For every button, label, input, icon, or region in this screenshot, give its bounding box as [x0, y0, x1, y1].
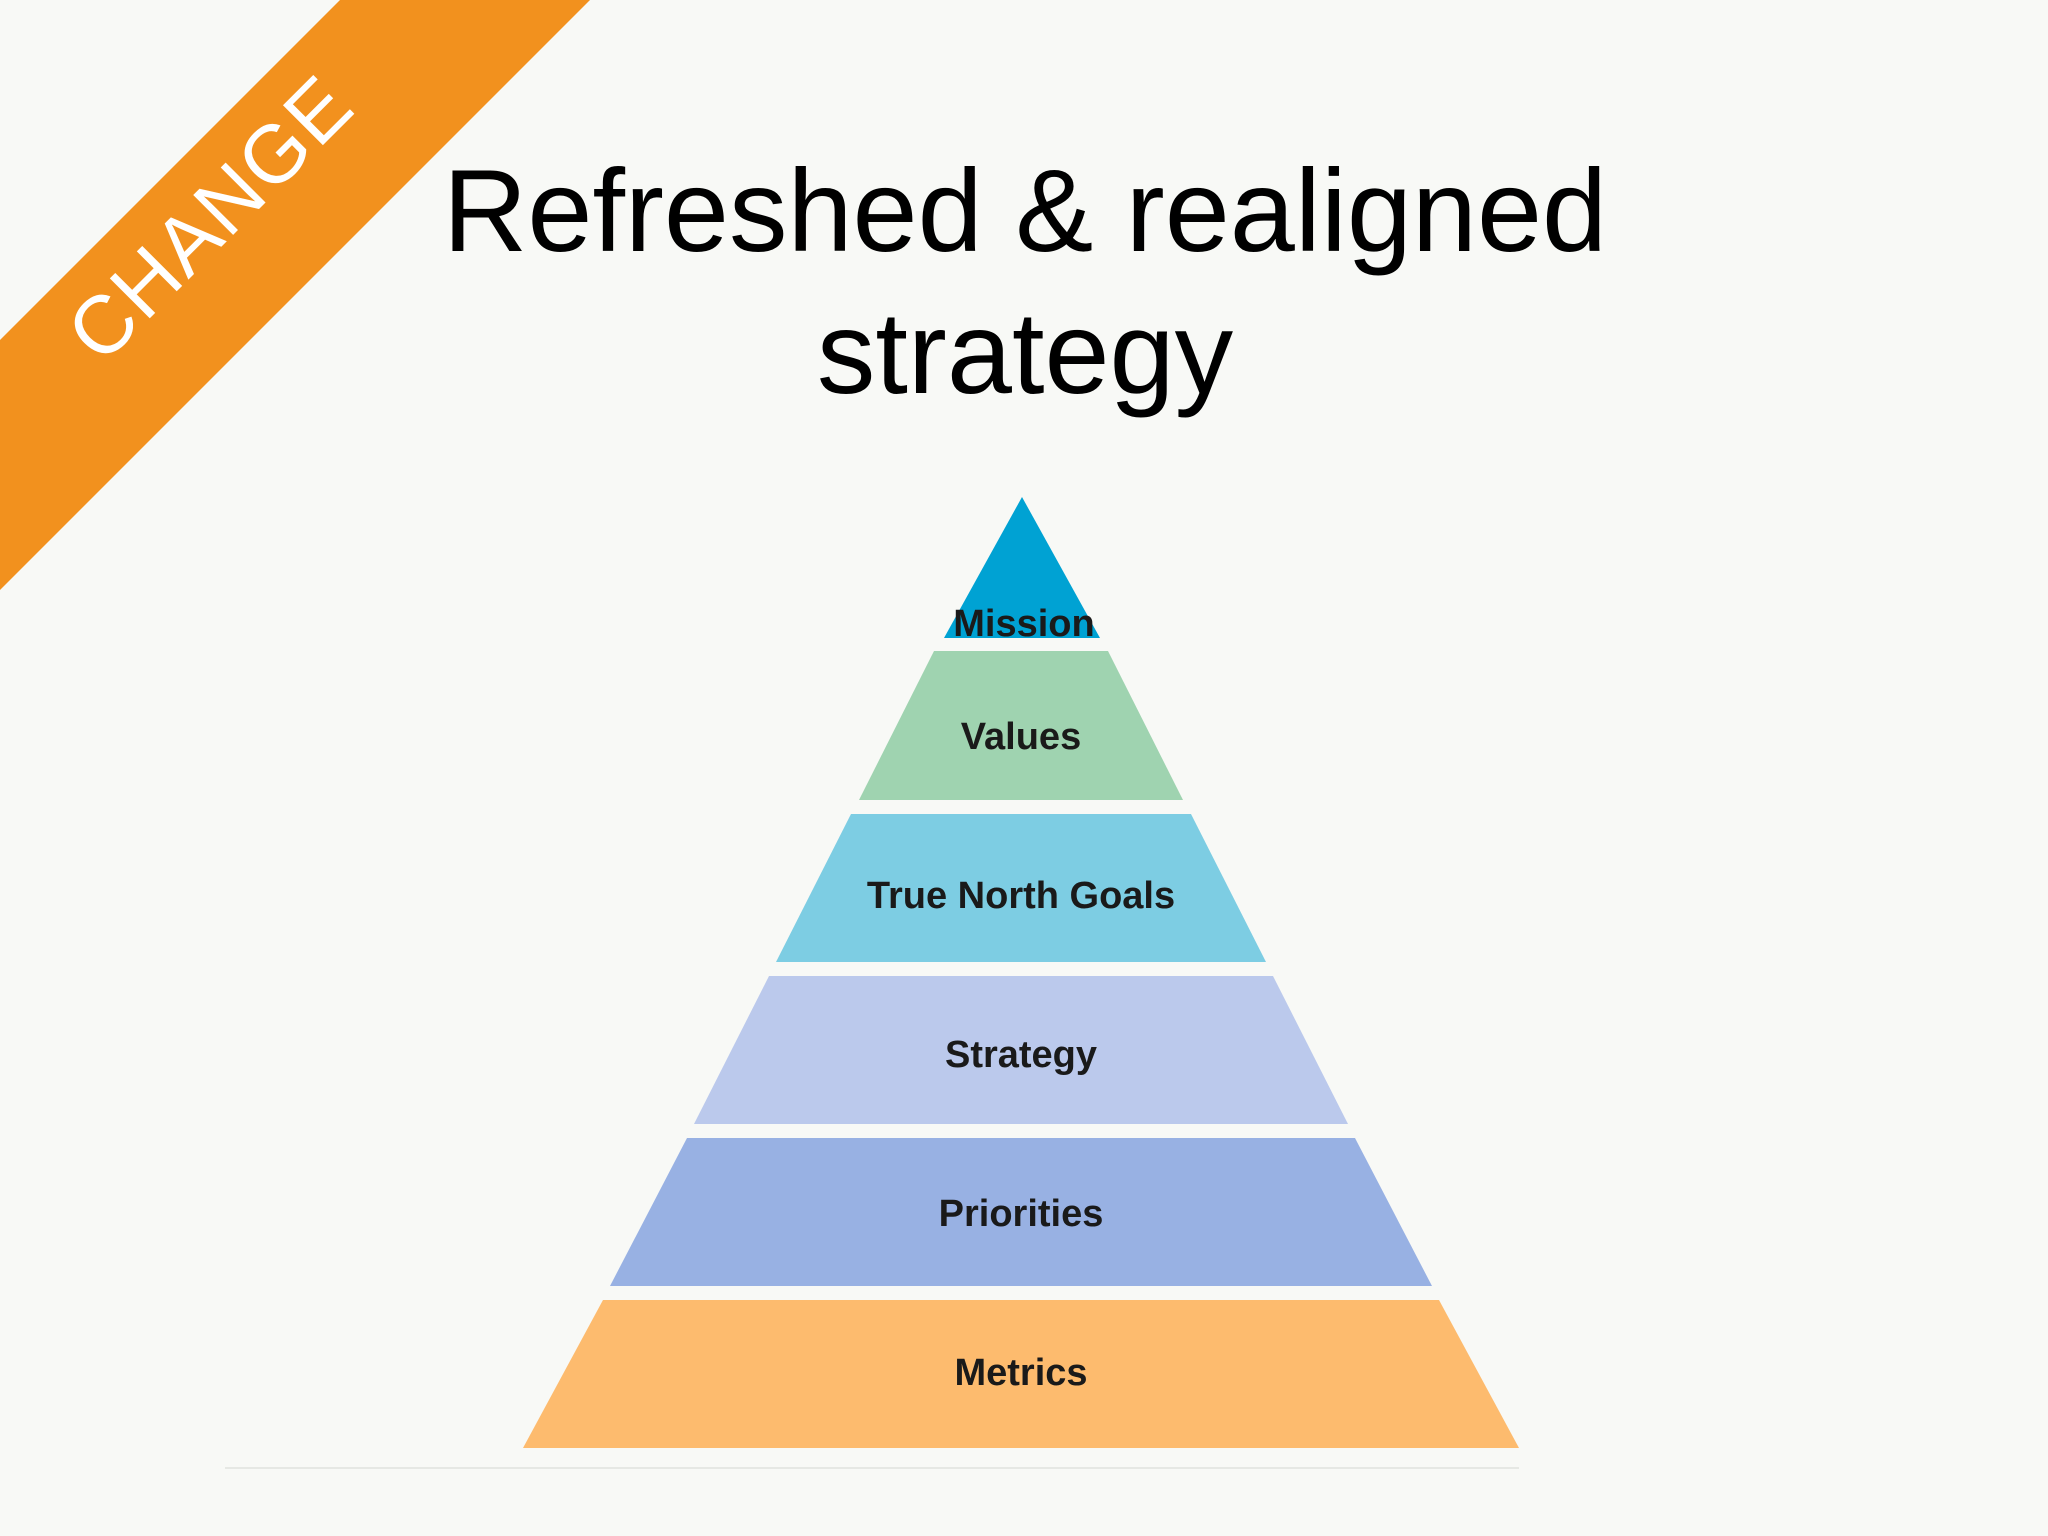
tier-strategy-shape: [694, 976, 1348, 1124]
tier-values-label: Values: [961, 716, 1081, 758]
pyramid-tiers: [523, 497, 1519, 1448]
slide-title-line-1: Refreshed & realigned: [442, 145, 1608, 276]
tier-strategy-label: Strategy: [945, 1034, 1097, 1076]
tier-metrics-label: Metrics: [954, 1352, 1087, 1394]
tier-true-north-goals-shape: [776, 814, 1266, 962]
slide-title: Refreshed & realigned strategy: [290, 140, 1760, 424]
tier-mission-label: Mission: [953, 603, 1094, 645]
tier-priorities-label: Priorities: [939, 1193, 1104, 1235]
pyramid-tier-labels: Mission Values True North Goals Strategy…: [867, 603, 1175, 1394]
slide-title-line-2: strategy: [816, 287, 1234, 418]
change-banner: [0, 0, 590, 590]
tier-true-north-goals-label: True North Goals: [867, 875, 1175, 917]
tier-mission-shape: [944, 497, 1100, 638]
tier-metrics-shape: [523, 1300, 1519, 1448]
tier-values-shape: [859, 651, 1183, 800]
tier-priorities-shape: [610, 1138, 1432, 1286]
